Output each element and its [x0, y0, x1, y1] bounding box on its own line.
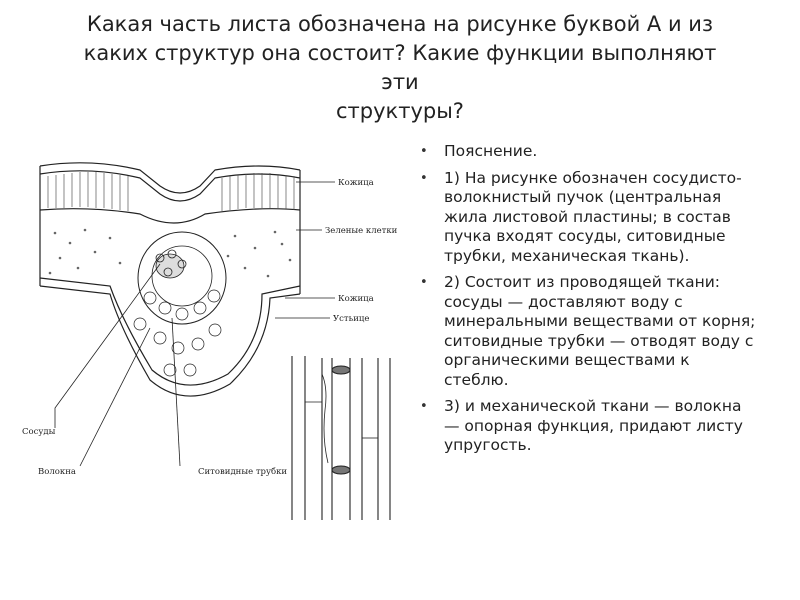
sieve-tubes-detail — [291, 356, 391, 520]
title-line: эти — [381, 70, 419, 94]
leaf-diagram: Кожица Зеленые клетки Кожица Устьице Сос… — [22, 162, 398, 520]
label-zelenye-kletki: Зеленые клетки — [325, 226, 398, 236]
list-item: • 3) и механической ткани — волокна — опо… — [418, 397, 758, 456]
leader-lines — [54, 181, 335, 467]
upper-epidermis-inner — [39, 170, 301, 202]
bullet-icon: • — [420, 399, 428, 414]
title-line: структуры? — [336, 99, 464, 123]
spongy-tissue — [48, 228, 292, 278]
label-sosudy: Сосуды — [22, 427, 56, 437]
slide-title: Какая часть листа обозначена на рисунке … — [40, 10, 760, 126]
bullet-icon: • — [420, 275, 428, 290]
list-item: • Пояснение. — [418, 142, 758, 162]
list-item-text: 2) Состоит из проводящей ткани: сосуды —… — [444, 273, 756, 389]
bullet-icon: • — [420, 144, 428, 159]
bullet-icon: • — [420, 170, 428, 186]
list-item-text: 3) и механической ткани — волокна — опор… — [444, 397, 743, 454]
label-ustitse: Устьице — [333, 314, 369, 324]
list-item: • 1) На рисунке обозначен сосудисто-волок… — [418, 169, 758, 267]
lower-epidermis — [39, 285, 301, 397]
palisade-boundary — [39, 208, 301, 224]
explanation-list: • Пояснение. • 1) На рисунке обозначен сос… — [418, 142, 758, 463]
list-item-text: Пояснение. — [444, 142, 538, 160]
lower-epidermis-inner — [39, 277, 301, 386]
title-line: Какая часть листа обозначена на рисунке … — [86, 12, 714, 36]
title-line: каких структур она состоит? Какие функци… — [83, 41, 717, 65]
vascular-bundle — [133, 231, 227, 377]
leaf-cross-section-figure: Кожица Зеленые клетки Кожица Устьице Сос… — [0, 148, 410, 528]
upper-epidermis — [39, 162, 301, 194]
label-kozhitsa-top: Кожица — [338, 178, 374, 188]
label-sitovidnye: Ситовидные трубки — [198, 466, 287, 477]
label-kozhitsa-bottom: Кожица — [338, 294, 374, 304]
label-volokna: Волокна — [38, 467, 76, 477]
list-item: • 2) Состоит из проводящей ткани: сосуды … — [418, 273, 758, 390]
list-item-text: 1) На рисунке обозначен сосудисто-волокн… — [444, 168, 742, 265]
palisade-cells — [47, 172, 295, 211]
